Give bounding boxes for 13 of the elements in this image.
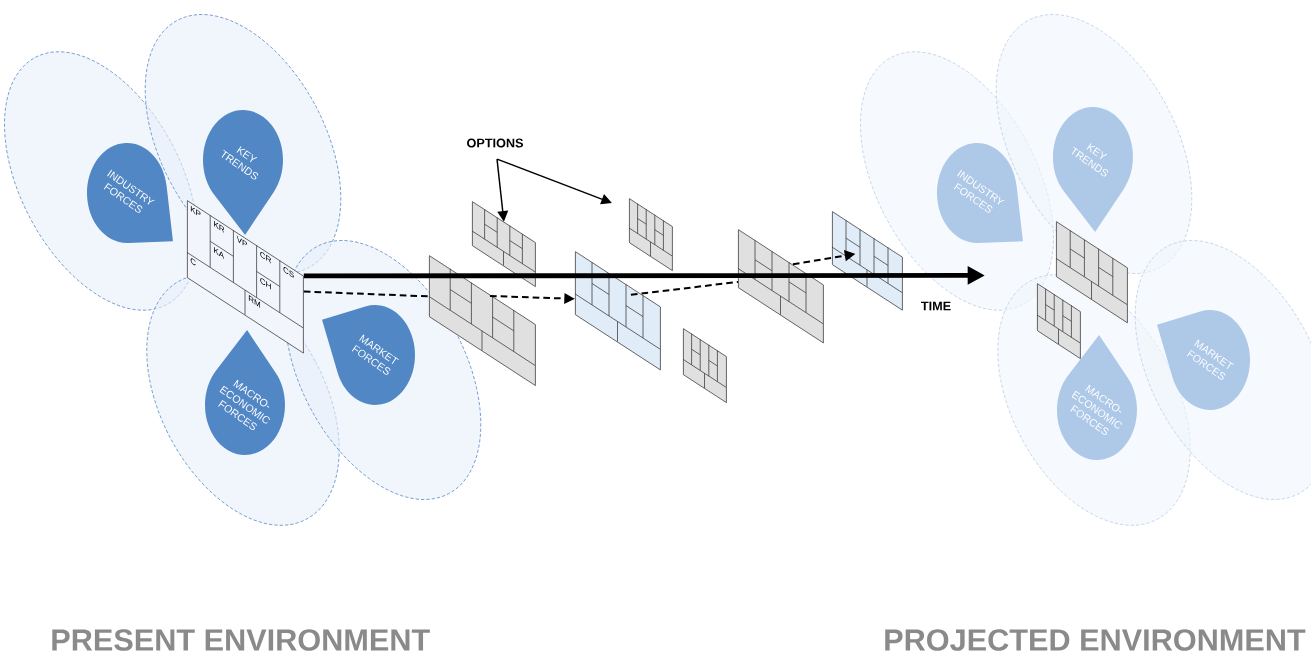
canvas-grid (574, 251, 661, 371)
time-label: TIME (921, 301, 951, 311)
canvas-grid (831, 211, 903, 311)
canvas-grid: KP KR KA VP CR CH CS C RM (186, 200, 304, 354)
arrow (496, 158, 612, 205)
canvas-grid (682, 328, 727, 403)
canvas-grid (737, 229, 824, 344)
environment-heading: PROJECTED ENVIRONMENT (885, 629, 1306, 651)
canvas-grid (1036, 283, 1081, 359)
environment-heading: PRESENT ENVIRONMENT (52, 629, 430, 651)
canvas-grid (628, 198, 673, 271)
canvas-grid (471, 201, 536, 287)
options-label: OPTIONS (467, 138, 524, 148)
